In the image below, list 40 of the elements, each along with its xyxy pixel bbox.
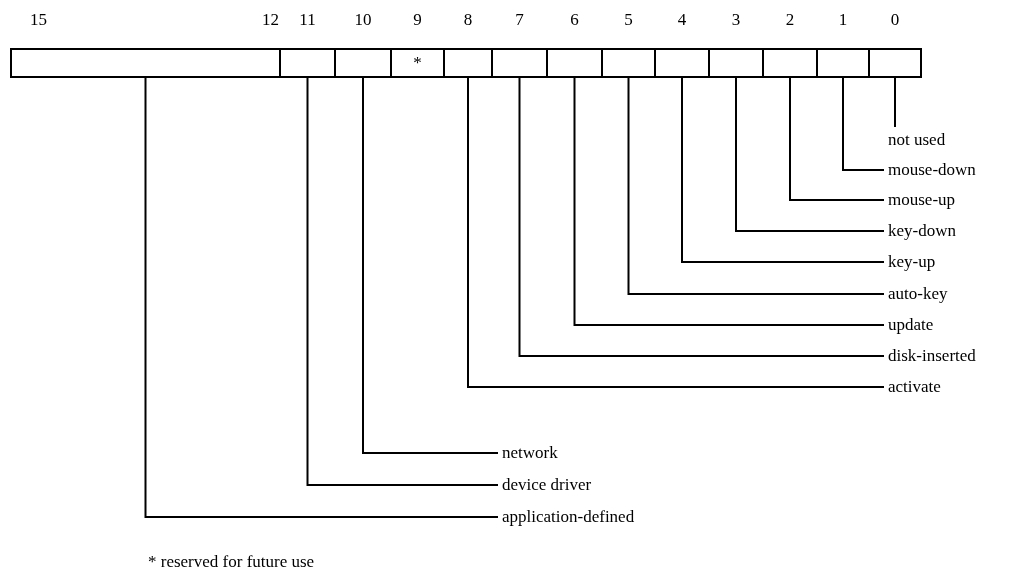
leader-line: [362, 77, 499, 454]
bit-number: 5: [623, 10, 634, 30]
bit-number: 12: [262, 10, 279, 30]
bit-number: 4: [676, 10, 688, 30]
field-description: key-up: [888, 251, 936, 273]
bit-number: 15: [30, 10, 47, 30]
footnote: * reserved for future use: [148, 551, 315, 573]
field-description: application-defined: [502, 506, 635, 528]
leader-line: [789, 77, 885, 201]
field-description: disk-inserted: [888, 345, 976, 367]
field-description: update: [888, 314, 934, 336]
bit-number: 9: [412, 10, 423, 30]
leader-line: [306, 77, 499, 486]
bit-number: 2: [784, 10, 796, 30]
bit-number: 8: [462, 10, 474, 30]
bit-number: 6: [569, 10, 580, 30]
bit-number: 10: [353, 10, 373, 30]
leader-line: [144, 77, 499, 518]
leader-line: [627, 77, 885, 295]
bit-number: 1: [837, 10, 849, 30]
bit-number: 0: [889, 10, 901, 30]
field-description: mouse-up: [888, 189, 956, 211]
leader-line: [467, 77, 885, 388]
leader-line: [518, 77, 885, 357]
bit-field: *: [390, 48, 445, 78]
bit-number: 7: [514, 10, 525, 30]
leader-line: [681, 77, 885, 263]
leader-line: [735, 77, 885, 232]
leader-line: [573, 77, 885, 326]
leader-line: [894, 77, 896, 128]
field-description: activate: [888, 376, 941, 398]
bit-number: 3: [730, 10, 742, 30]
field-description: not used: [888, 129, 946, 151]
field-description: network: [502, 442, 558, 464]
leader-line: [842, 77, 885, 171]
field-description: key-down: [888, 220, 956, 242]
field-description: auto-key: [888, 283, 948, 305]
bit-number: 11: [298, 10, 317, 30]
field-description: mouse-down: [888, 159, 976, 181]
field-description: device driver: [502, 474, 592, 496]
